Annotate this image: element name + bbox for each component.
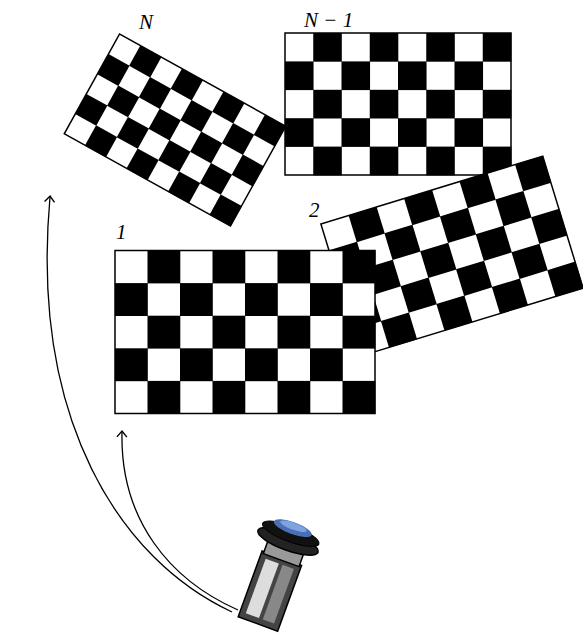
arrow-to-board-n: [47, 197, 232, 612]
board-label: 2: [309, 200, 320, 221]
checkerboard-1: [115, 251, 375, 414]
arrow-to-board-1: [122, 432, 238, 610]
camera: [228, 512, 325, 635]
checkerboard-n: [64, 34, 286, 226]
board-label: N − 1: [304, 10, 353, 31]
board-label: 1: [116, 222, 127, 243]
board-label: N: [139, 12, 153, 33]
checkerboard-n-1: [285, 33, 511, 175]
checkerboard-2: [321, 156, 583, 356]
